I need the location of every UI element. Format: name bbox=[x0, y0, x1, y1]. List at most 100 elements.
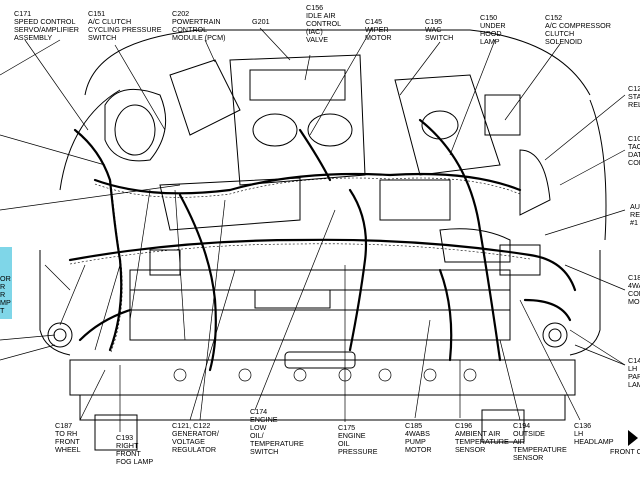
label-line: SENSOR bbox=[513, 453, 544, 462]
label-line: C193 bbox=[116, 433, 134, 442]
label-line: C196 bbox=[455, 421, 473, 430]
label-line: LH bbox=[628, 364, 638, 373]
label-g201: G201 bbox=[252, 18, 270, 26]
label-line: IDLE AIR bbox=[306, 11, 336, 20]
label-line: CON bbox=[628, 158, 640, 167]
label-line: C202 bbox=[172, 9, 190, 18]
label-line: ENGINE bbox=[338, 431, 366, 440]
label-line: C121, C122 bbox=[172, 421, 211, 430]
label-line: CLUTCH bbox=[545, 29, 575, 38]
label-line: C156 bbox=[306, 3, 324, 12]
label-line: OUTSIDE bbox=[513, 429, 545, 438]
label-line: DAT bbox=[628, 150, 640, 159]
label-line: MODULE (PCM) bbox=[172, 33, 226, 42]
label-line: VALVE bbox=[306, 35, 329, 44]
label-line: C18 bbox=[628, 273, 640, 282]
label-line: CONTROL bbox=[306, 19, 342, 28]
label-front: FRONT O bbox=[610, 448, 640, 456]
label-line: TAC bbox=[628, 142, 640, 151]
label-line: C185 bbox=[405, 421, 423, 430]
label-line: REL bbox=[628, 100, 640, 109]
label-line: CYCLING PRESSURE bbox=[88, 25, 162, 34]
label-line: AU bbox=[630, 202, 640, 211]
label-line: A/C CLUTCH bbox=[88, 17, 132, 26]
label-line: C194 bbox=[513, 421, 531, 430]
label-line: MP bbox=[0, 298, 11, 307]
label-line: FRONT bbox=[116, 449, 141, 458]
label-line: FRONT bbox=[55, 437, 80, 446]
label-line: (IAC) bbox=[306, 27, 323, 36]
label-line: C150 bbox=[480, 13, 498, 22]
label-line: A/C COMPRESSOR bbox=[545, 21, 611, 30]
label-line: TEMPERATURE bbox=[513, 445, 567, 454]
label-line: SWITCH bbox=[88, 33, 117, 42]
label-line: HOOD bbox=[480, 29, 502, 38]
label-line: C174 bbox=[250, 407, 268, 416]
label-line: #1 bbox=[630, 218, 638, 227]
label-line: LOW bbox=[250, 423, 267, 432]
label-line: CONTROL bbox=[172, 25, 208, 34]
label-line: MOTOR bbox=[365, 33, 392, 42]
label-line: PRESSURE bbox=[338, 447, 378, 456]
label-line: C14 bbox=[628, 356, 640, 365]
label-line: TO RH bbox=[55, 429, 78, 438]
label-line: LAM bbox=[628, 380, 640, 389]
label-line: OR bbox=[0, 274, 11, 283]
label-line: SENSOR bbox=[455, 445, 486, 454]
label-line: STA bbox=[628, 92, 640, 101]
label-line: G201 bbox=[252, 17, 270, 26]
label-line: WAC bbox=[425, 25, 442, 34]
label-line: SPEED CONTROL bbox=[14, 17, 76, 26]
label-line: PUMP bbox=[405, 437, 426, 446]
label-line: VOLTAGE bbox=[172, 437, 205, 446]
label-line: POWERTRAIN bbox=[172, 17, 221, 26]
label-line: REGULATOR bbox=[172, 445, 217, 454]
label-line: LH bbox=[574, 429, 584, 438]
label-line: T bbox=[0, 306, 5, 315]
label-line: ASSEMBLY bbox=[14, 33, 53, 42]
label-line: PAR bbox=[628, 372, 640, 381]
label-line: FRONT O bbox=[610, 447, 640, 456]
label-line: SERVO/AMPLIFIER bbox=[14, 25, 79, 34]
label-c10x: C10TACDATCON bbox=[628, 135, 640, 167]
label-left-box: OR R R MP T bbox=[0, 247, 11, 315]
label-line: WIPER bbox=[365, 25, 389, 34]
label-line: SWITCH bbox=[250, 447, 279, 456]
label-line: TEMPERATURE bbox=[455, 437, 509, 446]
label-line: AIR bbox=[513, 437, 525, 446]
label-line: RIGHT bbox=[116, 441, 139, 450]
label-aux: AUREL#1 bbox=[630, 203, 640, 227]
label-line: C145 bbox=[365, 17, 383, 26]
label-line: FOG LAMP bbox=[116, 457, 154, 466]
label-line: C171 bbox=[14, 9, 32, 18]
label-line: C136 bbox=[574, 421, 592, 430]
label-line: 4WA bbox=[628, 281, 640, 290]
label-line: TEMPERATURE bbox=[250, 439, 304, 448]
label-line: R bbox=[0, 290, 6, 299]
label-line: C152 bbox=[545, 13, 563, 22]
label-line: MO bbox=[628, 297, 640, 306]
label-line: LAMP bbox=[480, 37, 500, 46]
label-line: SOLENOID bbox=[545, 37, 583, 46]
label-line: 4WABS bbox=[405, 429, 430, 438]
label-line: MOTOR bbox=[405, 445, 432, 454]
label-line: R bbox=[0, 282, 6, 291]
label-line: HEADLAMP bbox=[574, 437, 614, 446]
label-line: ENGINE bbox=[250, 415, 278, 424]
label-line: CON bbox=[628, 289, 640, 298]
